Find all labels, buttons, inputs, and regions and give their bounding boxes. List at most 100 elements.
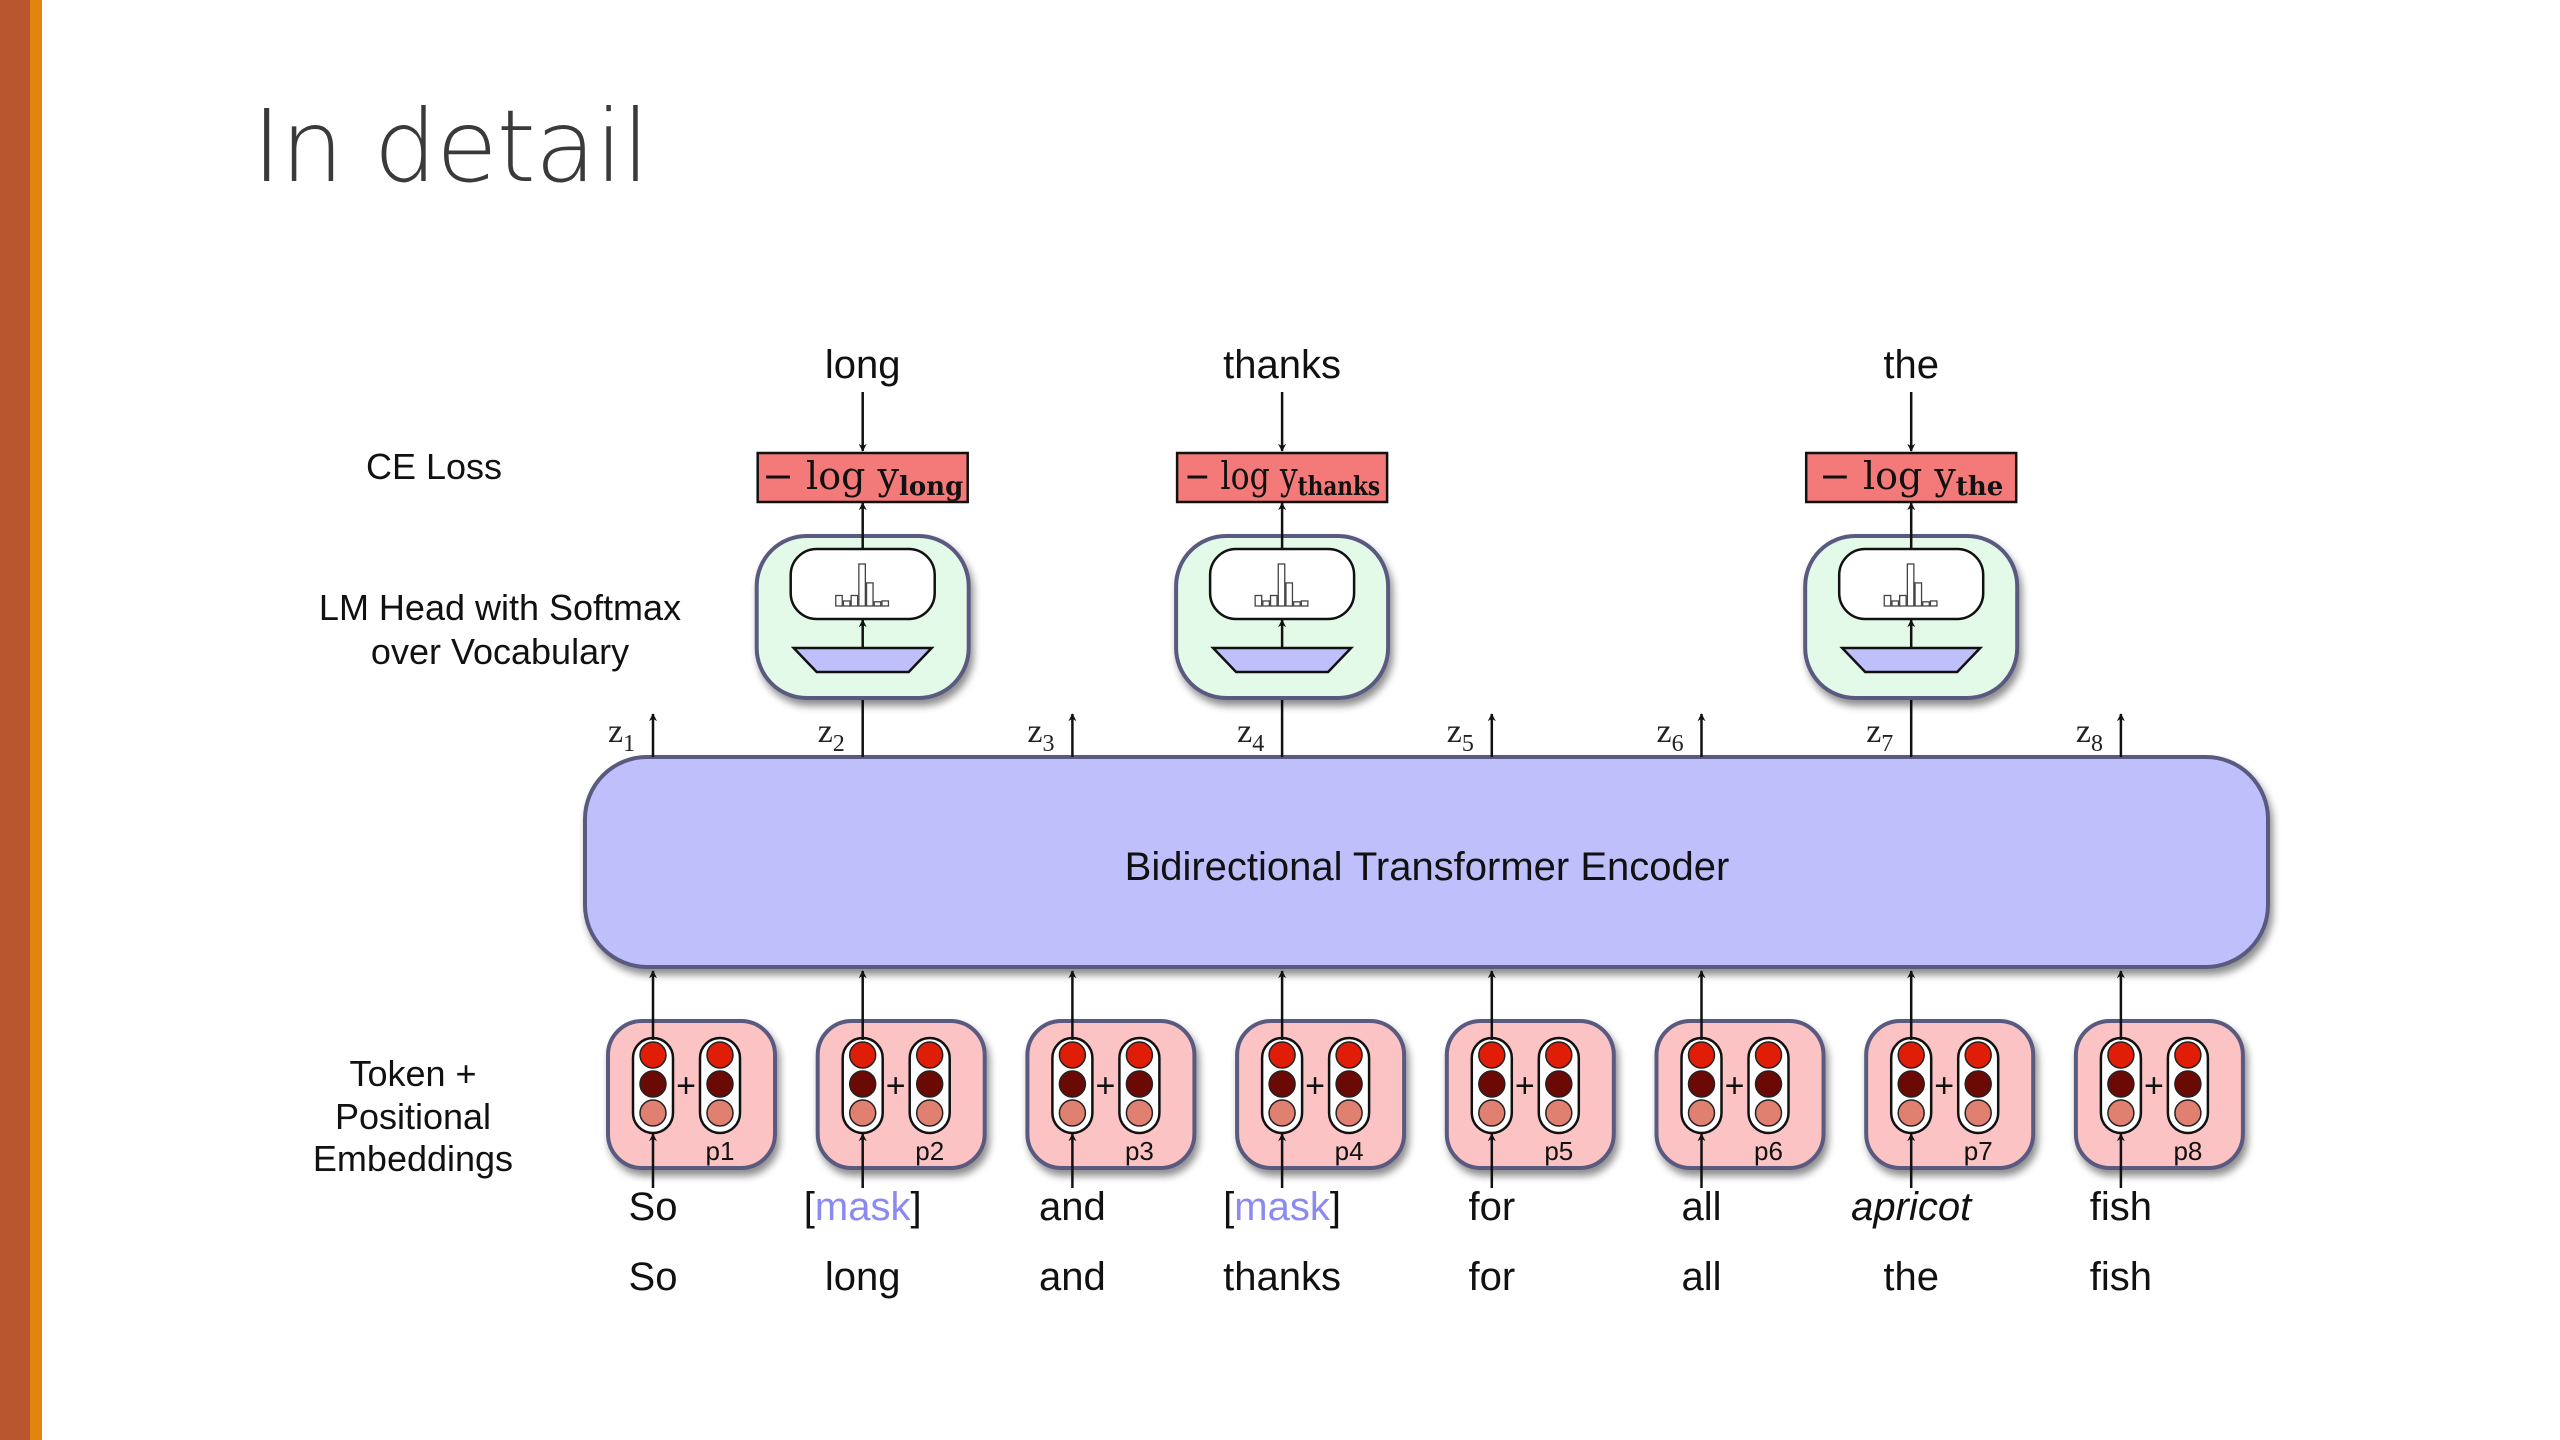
- lm-head: [1174, 534, 1391, 700]
- original-token: the: [1883, 1255, 1939, 1299]
- softmax-bar: [1906, 563, 1915, 607]
- encoder-block: Bidirectional Transformer Encoder: [583, 755, 2270, 969]
- label-embeddings-line3: Embeddings: [313, 1138, 513, 1179]
- embedding-dot: [915, 1070, 944, 1098]
- embedding-dot: [1545, 1070, 1573, 1098]
- embedding-dot: [1964, 1099, 1992, 1127]
- softmax-bar: [1285, 582, 1294, 607]
- token-column: + p8 fish fish z8: [2073, 713, 2245, 1299]
- original-token: fish: [2090, 1255, 2152, 1299]
- label-embeddings-line2: Positional: [335, 1096, 491, 1137]
- embedding-dot: [2107, 1041, 2135, 1069]
- embedding-dot: [639, 1041, 667, 1069]
- position-label: p5: [1544, 1136, 1573, 1166]
- embedding-dot: [2174, 1041, 2202, 1069]
- embedding-dot: [848, 1099, 877, 1127]
- original-token: long: [825, 1255, 901, 1299]
- softmax-bar: [873, 601, 882, 607]
- embedding-dot: [1125, 1041, 1154, 1069]
- z-label: z2: [818, 713, 845, 757]
- softmax-bar: [1899, 594, 1907, 607]
- softmax-bar: [1891, 600, 1900, 607]
- softmax-bar: [1922, 601, 1930, 607]
- plus-sign: +: [1095, 1067, 1115, 1105]
- embedding-dot: [639, 1070, 667, 1098]
- embedding-dot: [1335, 1070, 1363, 1098]
- embedding-dot: [2174, 1099, 2202, 1127]
- embedding-dot: [1687, 1070, 1716, 1098]
- target-word: thanks: [1223, 343, 1341, 387]
- target-word: the: [1883, 343, 1939, 387]
- embedding-dot: [1058, 1099, 1087, 1127]
- embedding-dot: [1687, 1041, 1716, 1069]
- z-label: z3: [1027, 713, 1054, 757]
- position-label: p7: [1964, 1136, 1993, 1166]
- slide-title: In detail: [252, 88, 650, 205]
- plus-sign: +: [1305, 1067, 1325, 1105]
- plus-sign: +: [886, 1067, 906, 1105]
- embedding-dot: [1125, 1099, 1154, 1127]
- input-token: [mask]: [1223, 1185, 1341, 1229]
- plus-sign: +: [676, 1067, 696, 1105]
- embedding-dot: [1964, 1070, 1992, 1098]
- input-token: [mask]: [804, 1185, 922, 1229]
- embedding-dot: [848, 1070, 877, 1098]
- softmax-bar: [1929, 600, 1938, 607]
- plus-sign: +: [2144, 1067, 2164, 1105]
- embedding-dot: [848, 1041, 877, 1069]
- embedding-dot: [1268, 1099, 1296, 1127]
- softmax-bar: [1277, 563, 1286, 607]
- input-token: apricot: [1851, 1185, 1973, 1229]
- label-lm-head-line1: LM Head with Softmax: [319, 587, 681, 628]
- input-token: fish: [2090, 1185, 2152, 1229]
- embedding-dot: [1268, 1070, 1296, 1098]
- softmax-bar: [1300, 600, 1309, 607]
- embedding-dot: [1478, 1041, 1506, 1069]
- ce-loss-formula: − log ylong: [762, 454, 963, 502]
- embedding-dot: [1897, 1041, 1925, 1069]
- lm-head: [1803, 534, 2020, 700]
- embedding-dot: [1754, 1099, 1783, 1127]
- embedding-dot: [1335, 1041, 1363, 1069]
- projection-layer: [1210, 646, 1355, 674]
- z-label: z4: [1237, 713, 1264, 757]
- position-label: p8: [2173, 1136, 2202, 1166]
- softmax-bar: [1269, 594, 1278, 607]
- original-token: all: [1681, 1255, 1721, 1299]
- z-label: z8: [2076, 713, 2103, 757]
- embedding-dot: [1478, 1099, 1506, 1127]
- position-label: p4: [1335, 1136, 1364, 1166]
- softmax-bar: [881, 600, 890, 607]
- embedding-dot: [1125, 1070, 1154, 1098]
- input-token: So: [629, 1185, 678, 1229]
- softmax-bar: [865, 582, 874, 607]
- embedding-dot: [1897, 1099, 1925, 1127]
- embedding-dot: [1687, 1099, 1716, 1127]
- ce-loss-box: [756, 451, 969, 504]
- embedding-dot: [915, 1099, 944, 1127]
- ce-loss-box: [1175, 451, 1389, 504]
- softmax-bar: [1262, 600, 1270, 607]
- embedding-dot: [706, 1070, 734, 1098]
- input-token: all: [1681, 1185, 1721, 1229]
- original-token: and: [1039, 1255, 1106, 1299]
- z-label: z1: [608, 713, 635, 757]
- embedding-dot: [1058, 1041, 1087, 1069]
- ce-loss-formula: − log ythe: [1819, 454, 2003, 502]
- embedding-dot: [1545, 1041, 1573, 1069]
- label-lm-head-line2: over Vocabulary: [371, 631, 629, 672]
- label-embeddings-line1: Token +: [349, 1053, 476, 1094]
- embedding-dot: [1754, 1070, 1783, 1098]
- embedding-dot: [1897, 1070, 1925, 1098]
- embedding-dot: [2107, 1099, 2135, 1127]
- embedding-dot: [2107, 1070, 2135, 1098]
- softmax-bar: [1293, 601, 1301, 607]
